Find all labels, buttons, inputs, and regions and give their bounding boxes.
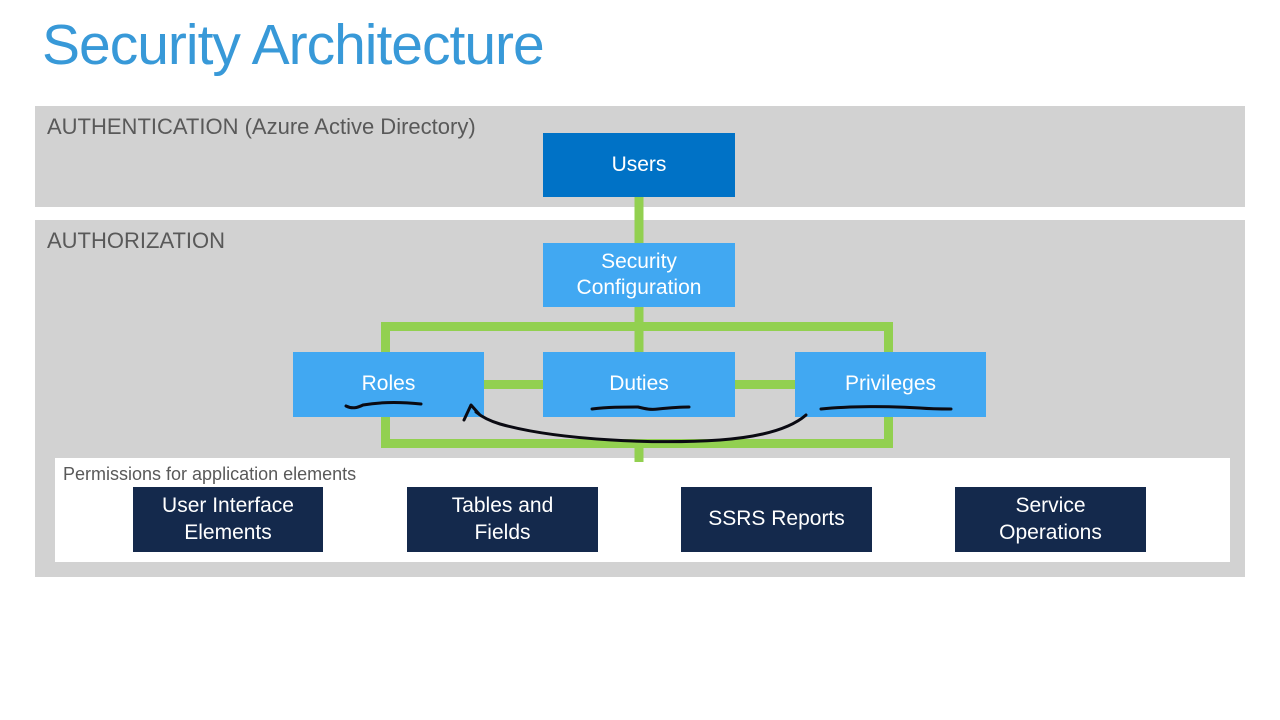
node-user-interface-elements: User Interface Elements xyxy=(133,487,323,552)
node-user-interface-elements-label: User Interface Elements xyxy=(162,494,294,544)
node-privileges-label: Privileges xyxy=(844,372,937,396)
node-privileges: Privileges xyxy=(795,352,986,417)
node-tables-and-fields: Tables and Fields xyxy=(407,487,598,552)
node-duties-label: Duties xyxy=(609,372,669,396)
node-roles-label: Roles xyxy=(361,372,416,396)
page-title: Security Architecture xyxy=(42,13,545,77)
node-service-operations-label: Service Operations xyxy=(999,494,1102,544)
node-security-configuration: Security Configuration xyxy=(543,243,735,307)
node-ssrs-reports: SSRS Reports xyxy=(681,487,872,552)
node-tables-and-fields-label: Tables and Fields xyxy=(451,494,554,544)
permissions-band-label: Permissions for application elements xyxy=(63,464,357,484)
node-security-configuration-label: Security Configuration xyxy=(576,249,702,299)
node-users-label: Users xyxy=(611,152,667,176)
authorization-band-label: AUTHORIZATION xyxy=(47,228,226,253)
node-users: Users xyxy=(543,133,735,197)
node-duties: Duties xyxy=(543,352,735,417)
node-roles: Roles xyxy=(293,352,484,417)
authentication-band-label: AUTHENTICATION (Azure Active Directory) xyxy=(47,114,476,139)
node-service-operations: Service Operations xyxy=(955,487,1146,552)
node-ssrs-reports-label: SSRS Reports xyxy=(708,507,845,531)
